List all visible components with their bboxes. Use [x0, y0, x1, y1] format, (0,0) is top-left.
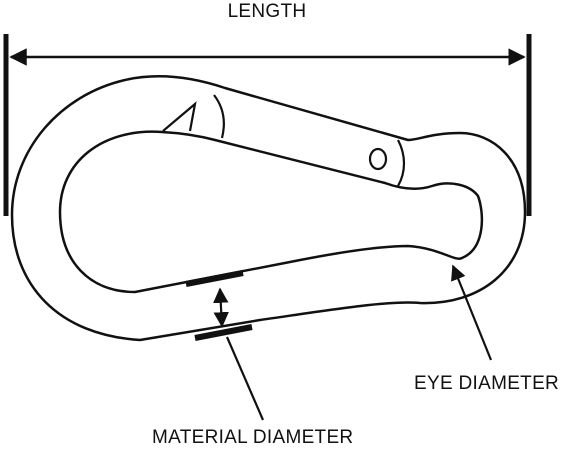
material-top-bar: [185, 270, 244, 287]
material-diameter-label: MATERIAL DIAMETER: [152, 427, 354, 448]
eye-diameter-label: EYE DIAMETER: [414, 373, 560, 394]
material-bottom-bar: [194, 324, 253, 341]
material-leader-line: [225, 336, 265, 421]
gate-hinge-curve-left: [213, 94, 225, 139]
carabiner-outer-outline: [10, 75, 527, 342]
gate-nose-notch: [162, 101, 197, 132]
eye-leader-line: [451, 264, 493, 361]
length-label: LENGTH: [227, 1, 307, 22]
carabiner-inner-outline: [58, 130, 484, 294]
material-arrow: [213, 287, 229, 328]
gate-hinge-curve-right: [397, 139, 406, 187]
gate-rivet: [368, 147, 388, 171]
